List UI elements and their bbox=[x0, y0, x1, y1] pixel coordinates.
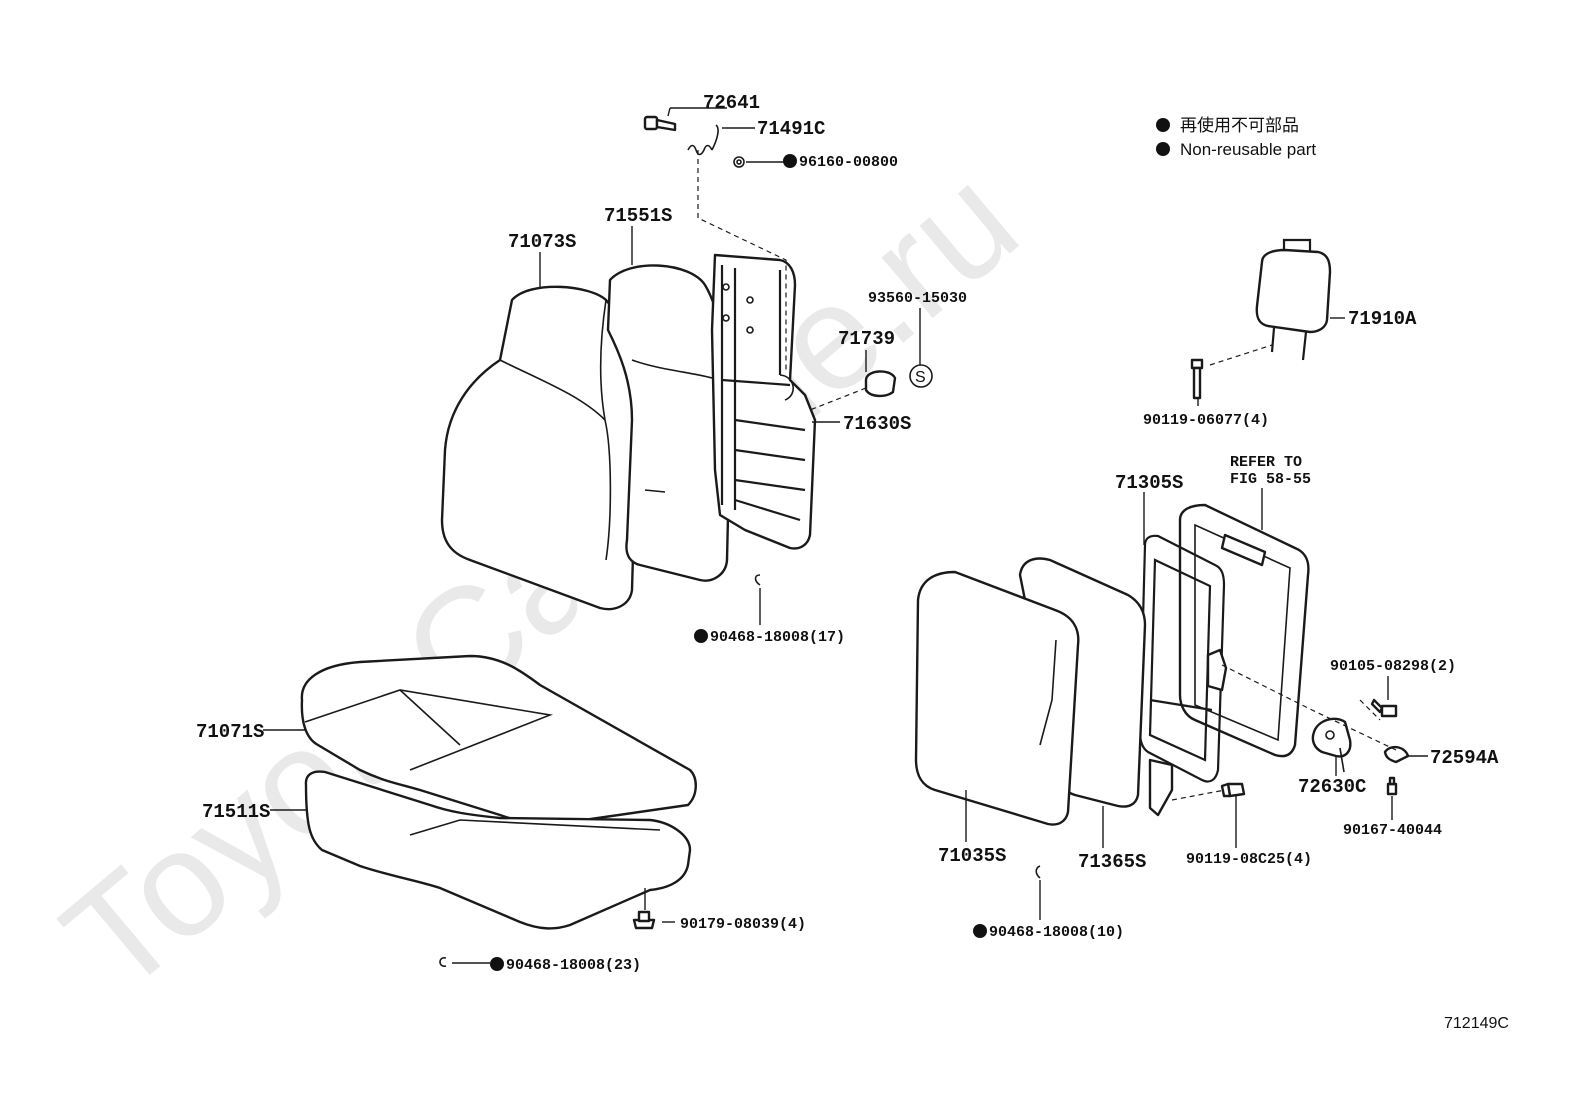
nonreusable-bullet-90468-23 bbox=[490, 957, 504, 971]
bolt-90119-08C25 bbox=[1220, 782, 1246, 798]
label-90119-08C25: 90119-08C25(4) bbox=[1186, 851, 1312, 868]
cushion-pad-71511S bbox=[304, 770, 692, 930]
cover-72594A bbox=[1383, 745, 1410, 764]
clip-96160-00800 bbox=[733, 156, 745, 168]
s-mark-text: S bbox=[915, 369, 926, 386]
label-90119-06077: 90119-06077(4) bbox=[1143, 412, 1269, 429]
figure-id: 712149C bbox=[1444, 1015, 1509, 1032]
nonreusable-bullet-90468-17 bbox=[694, 629, 708, 643]
label-96160-00800: 96160-00800 bbox=[799, 154, 898, 171]
label-72594A: 72594A bbox=[1430, 747, 1499, 769]
seatback-frame-71305S bbox=[1138, 534, 1228, 817]
label-72641: 72641 bbox=[703, 92, 760, 114]
label-93560-15030: 93560-15030 bbox=[868, 290, 967, 307]
hog-ring-back bbox=[754, 574, 761, 586]
legend-text-japanese: 再使用不可部品 bbox=[1180, 115, 1299, 135]
bolt-72641 bbox=[643, 115, 677, 132]
seatback-cover-71035S bbox=[914, 570, 1080, 826]
legend-bullet-1 bbox=[1156, 118, 1170, 132]
s-mark: S bbox=[909, 364, 933, 388]
refer-note-line1: REFER TO bbox=[1230, 454, 1302, 471]
label-71073S: 71073S bbox=[508, 231, 576, 253]
seatback-frame-71630S bbox=[710, 253, 817, 550]
label-71739: 71739 bbox=[838, 328, 895, 350]
rear-seat-frame bbox=[1178, 503, 1310, 758]
hinge-72630C bbox=[1311, 717, 1352, 773]
label-71630S: 71630S bbox=[843, 413, 911, 435]
bolt-90167-40044 bbox=[1386, 776, 1398, 796]
label-90105-08298: 90105-08298(2) bbox=[1330, 658, 1456, 675]
label-90468-18008-10: 90468-18008(10) bbox=[989, 924, 1124, 941]
label-71071S: 71071S bbox=[196, 721, 264, 743]
bolt-90119-06077 bbox=[1190, 358, 1204, 400]
nonreusable-bullet-96160 bbox=[783, 154, 797, 168]
label-71910A: 71910A bbox=[1348, 308, 1417, 330]
bolt-90105-08298 bbox=[1370, 698, 1398, 718]
legend-bullet-2 bbox=[1156, 142, 1170, 156]
label-71491C: 71491C bbox=[757, 118, 825, 140]
spring-71491C bbox=[687, 124, 719, 156]
legend-text-english: Non-reusable part bbox=[1180, 140, 1316, 159]
legend: 再使用不可部品 Non-reusable part bbox=[1156, 115, 1316, 159]
label-90179-08039: 90179-08039(4) bbox=[680, 916, 806, 933]
label-71365S: 71365S bbox=[1078, 851, 1146, 873]
label-71551S: 71551S bbox=[604, 205, 672, 227]
refer-note-line2: FIG 58-55 bbox=[1230, 471, 1311, 488]
clip-90179-08039 bbox=[632, 910, 656, 930]
label-72630C: 72630C bbox=[1298, 776, 1366, 798]
seatback-pad-71551S bbox=[606, 264, 732, 582]
hog-ring-rear bbox=[1035, 865, 1041, 879]
label-71305S: 71305S bbox=[1115, 472, 1183, 494]
cushion-cover-71071S bbox=[300, 654, 697, 826]
nonreusable-bullet-90468-10 bbox=[973, 924, 987, 938]
label-90468-18008-17: 90468-18008(17) bbox=[710, 629, 845, 646]
knob-71739 bbox=[864, 370, 897, 398]
label-71035S: 71035S bbox=[938, 845, 1006, 867]
hog-ring-cushion bbox=[439, 957, 447, 967]
headrest-71910A bbox=[1255, 238, 1332, 361]
label-71511S: 71511S bbox=[202, 801, 270, 823]
seatback-cover-71073S bbox=[440, 285, 638, 611]
label-90468-18008-23: 90468-18008(23) bbox=[506, 957, 641, 974]
label-90167-40044: 90167-40044 bbox=[1343, 822, 1442, 839]
